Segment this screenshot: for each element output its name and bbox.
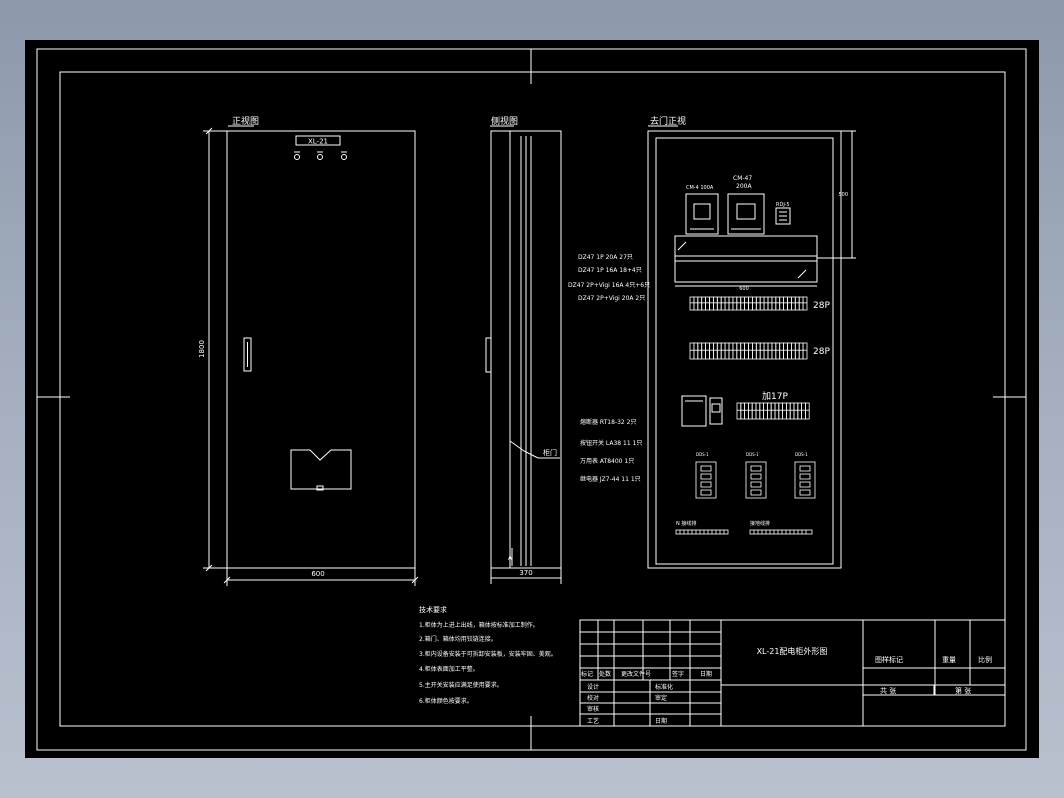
drawing-title: XL-21配电柜外形图 — [757, 646, 828, 656]
wire-duct — [674, 235, 818, 283]
rail-row-3-module — [805, 402, 810, 420]
side-small-mark: A — [508, 555, 513, 562]
rail-row-2-module — [802, 342, 808, 360]
door-handle[interactable] — [243, 337, 252, 372]
component-spec2-1: 熔断器 RT18-32 2只 — [580, 418, 636, 426]
tb-role-4: 工艺 — [587, 717, 599, 725]
breaker-label-3: RDJ-5 — [776, 202, 790, 208]
width-dim-text: 600 — [311, 570, 324, 578]
note-3: 3.柜内设备安装于可拆卸安装板，安装牢固、美观。 — [419, 650, 557, 658]
side-view-title: 侧视图 — [491, 115, 518, 127]
component-spec-3: DZ47 2P+Vigi 16A 4只+6只 — [568, 282, 650, 289]
terminal-label-1: N 接线排 — [676, 520, 696, 527]
row-label-1: 28P — [813, 301, 830, 311]
technical-notes: 技术要求 1.柜体为上进上出线，箱体按标准加工制作。 2.箱门、箱体均用铰链连接… — [419, 605, 557, 705]
tb-role-2: 校对 — [587, 694, 599, 702]
width-dimension — [223, 568, 419, 586]
rail-row-1-module — [802, 296, 808, 311]
inner-dim-height: 500 — [838, 192, 848, 198]
door-label: 柜门 — [543, 448, 557, 457]
tb-role-3: 审核 — [587, 705, 599, 713]
depth-dim-text: 370 — [519, 569, 532, 577]
open-view-title: 去门正视 — [650, 115, 686, 127]
tb-header-4: 签字 — [672, 670, 684, 678]
component-spec-4: DZ47 2P+Vigi 20A 2只 — [578, 295, 645, 302]
tb-right-header-3: 比例 — [978, 655, 992, 664]
energy-meter-1 — [695, 461, 717, 499]
din-rail-row-1 — [689, 296, 808, 311]
terminal-bars — [675, 529, 813, 535]
tb-header-5: 日期 — [700, 670, 712, 678]
depth-dimension — [490, 568, 562, 584]
terminal-bar-1 — [675, 529, 729, 535]
height-dimension — [203, 127, 227, 572]
title-block-text: XL-21配电柜外形图 标记 处数 更改文件号 签字 日期 设计 校对 审核 工… — [581, 646, 992, 725]
inner-dimension-500 — [817, 130, 856, 259]
cabinet-front-body — [226, 130, 416, 569]
energy-meter-2 — [745, 461, 767, 499]
note-2: 2.箱门、箱体均用铰链连接。 — [419, 635, 497, 643]
note-1: 1.柜体为上进上出线，箱体按标准加工制作。 — [419, 621, 539, 629]
component-spec-list-2: 熔断器 RT18-32 2只 按钮开关 LA38 11 1只 万用表 AT840… — [580, 418, 642, 483]
height-dim-text: 1800 — [198, 340, 206, 358]
energy-meter-3 — [794, 461, 816, 499]
row-label-2: 28P — [813, 347, 830, 357]
nameplate — [295, 135, 341, 146]
meter-window — [290, 449, 352, 490]
inner-dim-width: 600 — [739, 286, 749, 292]
tb-role-right-2: 审定 — [655, 694, 667, 702]
meter-label-3: DDS-1 — [795, 452, 808, 457]
component-spec-1: DZ47 1P 20A 27只 — [578, 254, 633, 261]
din-rail-row-3 — [736, 402, 810, 420]
energy-meters — [695, 461, 816, 499]
main-breaker-2 — [727, 193, 765, 235]
control-module-1 — [681, 395, 707, 427]
control-module-2 — [709, 397, 723, 425]
component-spec2-4: 继电器 JZ7-44 11 1只 — [580, 475, 641, 483]
note-6: 6.柜体颜色按要求。 — [419, 697, 473, 705]
component-spec-list: DZ47 1P 20A 27只 DZ47 1P 16A 18+4只 DZ47 2… — [568, 254, 650, 302]
component-spec2-2: 按钮开关 LA38 11 1只 — [580, 439, 642, 447]
meter-label-2: DDS-1 — [746, 452, 759, 457]
tb-header-3: 更改文件号 — [621, 670, 651, 678]
tb-sheet-total: 共 张 — [880, 686, 896, 695]
cabinet-open-outer — [647, 130, 842, 569]
breaker-label-1: CM-4 100A — [686, 185, 714, 191]
inner-border — [59, 71, 1006, 727]
front-view-title: 正视图 — [232, 115, 259, 127]
title-block — [579, 619, 1006, 727]
front-view: 正视图 XL-21 1800 600 — [198, 115, 419, 586]
component-spec2-3: 万用表 AT8400 1只 — [580, 457, 634, 465]
notes-title: 技术要求 — [419, 605, 447, 614]
row-label-3: 加17P — [762, 391, 788, 402]
mounting-plate — [655, 137, 834, 565]
meter-label-1: DDS-1 — [696, 452, 709, 457]
terminal-bar-2 — [749, 529, 813, 535]
tb-header-1: 标记 — [581, 670, 593, 678]
main-breaker-1 — [685, 193, 719, 235]
tb-role-1: 设计 — [587, 683, 599, 691]
nameplate-text: XL-21 — [308, 138, 328, 146]
indicator-lights — [294, 151, 347, 160]
relay-rdj — [775, 207, 791, 225]
component-spec-2: DZ47 1P 16A 18+4只 — [578, 267, 642, 274]
tb-sheet-number: 第 张 — [955, 686, 971, 695]
tb-role-right-1: 标准化 — [655, 683, 673, 691]
note-4: 4.柜体表面加工平整。 — [419, 665, 479, 673]
tb-right-header-1: 图样标记 — [875, 655, 903, 664]
drawing-sheet — [25, 40, 1039, 758]
tb-role-right-3: 日期 — [655, 717, 667, 725]
note-5: 5.主开关安装应满足使用要求。 — [419, 681, 503, 689]
din-rail-row-2 — [689, 342, 808, 360]
terminal-label-2: 接地线排 — [750, 520, 770, 527]
tb-right-header-2: 重量 — [942, 656, 956, 664]
side-view: 侧视图 柜门 A 370 — [485, 115, 562, 584]
tb-header-2: 处数 — [599, 670, 611, 678]
